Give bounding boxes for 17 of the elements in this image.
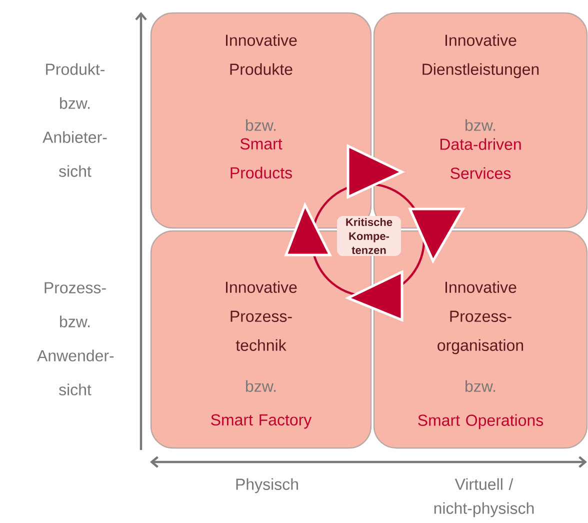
- axis-label: Virtuell / nicht-physisch: [434, 478, 534, 518]
- center-label: Kritische Kompe- tenzen: [337, 216, 401, 256]
- keyword-text: Smart Products: [230, 138, 292, 179]
- heading-text: Innovative Prozess- organisation: [438, 281, 524, 354]
- connector-word: bzw.: [466, 119, 496, 131]
- axis-label: Physisch: [236, 478, 298, 494]
- connector-word: bzw.: [246, 380, 276, 392]
- keyword-text: Smart Factory: [211, 414, 312, 429]
- axis-label: Produkt- bzw. Anbieter- sicht: [42, 63, 107, 177]
- connector-word: bzw.: [246, 119, 276, 131]
- heading-text: Innovative Dienstleistungen: [422, 34, 539, 78]
- connector-word: bzw.: [466, 380, 496, 392]
- keyword-text: Smart Operations: [418, 414, 544, 430]
- keyword-text: Data-driven Services: [440, 138, 521, 179]
- axis-label: Prozess- bzw. Anwender- sicht: [37, 282, 114, 396]
- heading-text: Innovative Prozess- technik: [226, 281, 297, 351]
- heading-text: Innovative Produkte: [226, 34, 297, 75]
